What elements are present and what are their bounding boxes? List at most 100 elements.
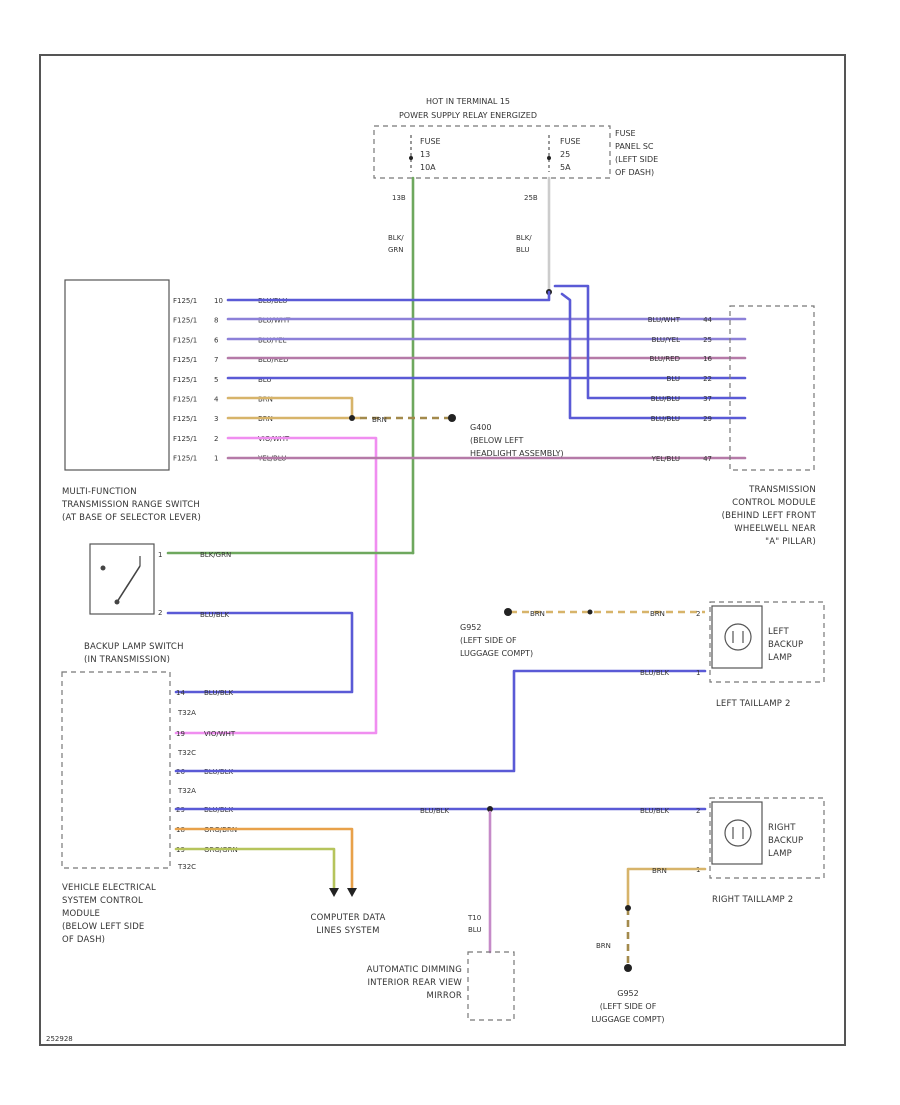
multifunction-range-switch: MULTI-FUNCTION TRANSMISSION RANGE SWITCH… xyxy=(61,279,291,523)
mirror-wire-label-2: BLU xyxy=(468,926,481,934)
power-supply-section: HOT IN TERMINAL 15 POWER SUPPLY RELAY EN… xyxy=(373,97,658,179)
can-arrow-1 xyxy=(329,888,339,897)
g952-left-label-2: (LEFT SIDE OF xyxy=(460,636,517,645)
vecm-pin-number: 19 xyxy=(176,730,185,738)
switch-pin-top: 1 xyxy=(158,551,162,559)
wire-blk-blu-label-1: BLK/ xyxy=(516,234,532,242)
vecm-row: T32C xyxy=(177,749,196,757)
backup-switch-body xyxy=(89,543,155,615)
tcm-label-4: WHEELWELL NEAR xyxy=(734,524,816,534)
ground-g400-symbol xyxy=(448,414,456,422)
right-taillamp: 2 1 BLU/BLK BRN BRN RIGHT BACKUP LAMP RI… xyxy=(591,797,825,1024)
tcm-label-5: "A" PILLAR) xyxy=(765,537,816,547)
left-lamp-label-3: LAMP xyxy=(768,653,792,663)
tcm-label-1: TRANSMISSION xyxy=(748,485,816,495)
g952-right-label-2: (LEFT SIDE OF xyxy=(600,1002,657,1011)
backup-lamp-switch: 1 2 BLK/GRN BLU/BLK BACKUP LAMP SWITCH (… xyxy=(84,543,415,694)
vecm-wire-color: BLU/BLK xyxy=(204,689,234,697)
wire-splice-label: BLU/BLK xyxy=(420,807,450,815)
wire-blk-grn-label-1: BLK/ xyxy=(388,234,404,242)
ground-g952-left-symbol xyxy=(504,608,512,616)
tcm-wire-color: BLU xyxy=(667,375,680,383)
left-lamp-pin-top: 2 xyxy=(696,610,700,618)
vecm-connector-id: T32A xyxy=(177,787,196,795)
mfs-connector-id: F125/1 xyxy=(173,336,197,344)
tcm-wire-color: BLU/BLU xyxy=(651,395,680,403)
wire-org-brn xyxy=(174,827,354,892)
wire-blk-blu-label-2: BLU xyxy=(516,246,529,254)
right-lamp-label-3: LAMP xyxy=(768,849,792,859)
mfs-pin-number: 6 xyxy=(214,336,219,344)
splice-left-tail-ground xyxy=(587,609,593,615)
vecm-connector-id: T32A xyxy=(177,709,196,717)
tcm-label-3: (BEHIND LEFT FRONT xyxy=(722,511,817,521)
fuse-panel-label-1: FUSE xyxy=(615,129,636,138)
mirror-body xyxy=(467,951,515,1021)
mfs-label-1: MULTI-FUNCTION xyxy=(62,487,137,497)
fuse2-number: 25 xyxy=(560,150,570,159)
mfs-connector-id: F125/1 xyxy=(173,317,197,325)
left-lamp-label-1: LEFT xyxy=(768,627,789,637)
mirror-label-2: INTERIOR REAR VIEW xyxy=(367,978,462,988)
wire-vio-wht xyxy=(174,436,378,735)
wire-right-ground-label-2: BRN xyxy=(596,942,611,950)
can-label-2: LINES SYSTEM xyxy=(316,926,379,936)
fuse1-label: FUSE xyxy=(420,137,441,146)
vecm-wires: COMPUTER DATA LINES SYSTEM BLU/BLK xyxy=(174,669,707,936)
fuse1-terminal xyxy=(409,156,413,160)
fuse-feed-wires: 13B 25B BLK/ GRN BLK/ BLU xyxy=(388,176,552,555)
vecm-row: T32C xyxy=(177,863,196,871)
fuse-panel-label-3: (LEFT SIDE xyxy=(615,155,658,164)
g952-right-label-1: G952 xyxy=(617,989,638,998)
tcm-pin-number: 25 xyxy=(703,336,712,344)
mfs-connector-id: F125/1 xyxy=(173,376,197,384)
vecm-row: T32A xyxy=(177,709,196,717)
mfs-label-2: TRANSMISSION RANGE SWITCH xyxy=(61,500,200,510)
splice-right-ground xyxy=(625,905,631,911)
mfs-label-3: (AT BASE OF SELECTOR LEVER) xyxy=(62,513,201,523)
diagram-code: 252928 xyxy=(46,1035,73,1043)
fuse-panel-label-4: OF DASH) xyxy=(615,168,654,177)
left-lamp-bulb xyxy=(724,623,752,651)
wire-switch-blu-blk xyxy=(166,611,354,694)
fuse1-rating: 10A xyxy=(420,163,436,172)
fuse2-terminal xyxy=(547,156,551,160)
power-title: HOT IN TERMINAL 15 xyxy=(426,97,510,106)
right-lamp-pin-top: 2 xyxy=(696,807,700,815)
left-taillamp-title: LEFT TAILLAMP 2 xyxy=(716,699,791,709)
mfs-connector-id: F125/1 xyxy=(173,415,197,423)
left-lamp-filament xyxy=(732,631,744,643)
mfs-pin-number: 3 xyxy=(214,415,218,423)
right-lamp-label-1: RIGHT xyxy=(768,823,796,833)
right-taillamp-body xyxy=(709,797,825,879)
right-lamp-filament xyxy=(732,827,744,839)
splice-brn xyxy=(349,415,355,421)
tcm-wire-color: BLU/WHT xyxy=(648,316,681,324)
tcm-pin-number: 47 xyxy=(703,455,712,463)
switch-contact-top xyxy=(100,565,106,571)
mfs-wire-color: BLU/RED xyxy=(258,356,289,364)
mfs-wire-color: BLU xyxy=(258,376,271,384)
mfs-wire-color: BRN xyxy=(258,396,273,404)
wire-25b-label: 25B xyxy=(524,194,538,202)
left-taillamp-body xyxy=(709,601,825,683)
g952-left-label-1: G952 xyxy=(460,623,481,632)
mfs-connector-id: F125/1 xyxy=(173,455,197,463)
backup-switch-label-2: (IN TRANSMISSION) xyxy=(84,655,170,665)
mfs-pin-number: 7 xyxy=(214,356,218,364)
